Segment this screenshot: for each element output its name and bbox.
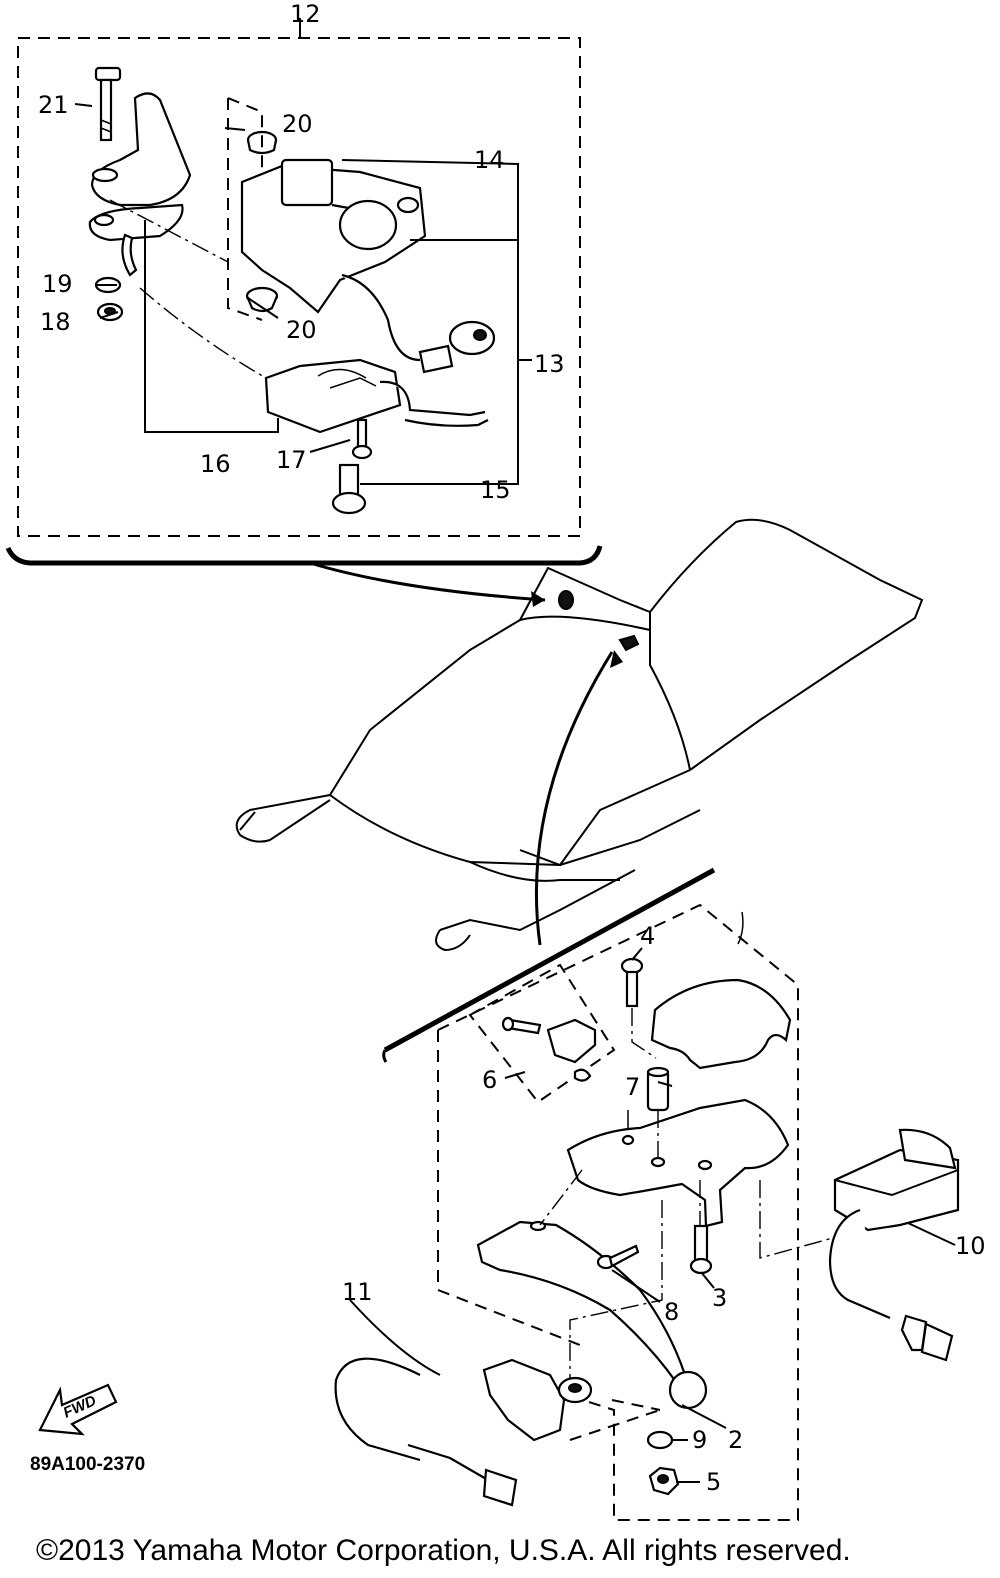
- callout-9: 9: [692, 1426, 707, 1454]
- throttle-switch-14: [240, 158, 496, 374]
- assembly-6-outline: [468, 963, 616, 1104]
- callout-14: 14: [474, 146, 505, 174]
- callout-17: 17: [276, 446, 307, 474]
- copyright-notice: ©2013 Yamaha Motor Corporation, U.S.A. A…: [36, 1534, 851, 1567]
- location-arrow: [534, 651, 614, 946]
- collar-7: [646, 1066, 670, 1112]
- callout-2: 2: [728, 1426, 743, 1454]
- bolt-21: [94, 66, 122, 142]
- callout-11: 11: [342, 1278, 373, 1306]
- callout-15: 15: [480, 476, 511, 504]
- screw-15: [331, 463, 367, 515]
- bolt-4: [620, 957, 644, 1008]
- callout-20-lower: 20: [286, 316, 317, 344]
- callout-5: 5: [706, 1468, 721, 1496]
- inset-assembly-box: [5, 18, 603, 607]
- callout-6: 6: [482, 1066, 497, 1094]
- callout-3: 3: [712, 1284, 727, 1312]
- switch-cover-16: [264, 358, 489, 434]
- collar-9: [646, 1430, 674, 1450]
- nut-5: [648, 1466, 680, 1496]
- screw-17: [351, 418, 373, 460]
- callout-13: 13: [534, 350, 565, 378]
- snowmobile-body: [235, 518, 924, 952]
- callout-4: 4: [640, 922, 655, 950]
- callout-12: 12: [290, 0, 321, 28]
- throttle-switch-10: [828, 1128, 960, 1362]
- kill-switch-11: [334, 1357, 593, 1507]
- screw-8: [596, 1244, 640, 1270]
- callout-20-upper: 20: [282, 110, 313, 138]
- bolt-3: [689, 1224, 713, 1275]
- callout-8: 8: [664, 1298, 679, 1326]
- lever-cover: [650, 978, 792, 1070]
- grommet-20-lower: [245, 286, 279, 313]
- handlebar-section-line: [383, 867, 716, 1053]
- lower-assembly-box: [437, 903, 799, 1521]
- fwd-arrow-icon: [38, 1383, 118, 1436]
- mounting-bracket: [88, 92, 192, 277]
- callout-19: 19: [42, 270, 73, 298]
- small-parts-6: [501, 1016, 597, 1082]
- lever-bracket: [566, 1098, 790, 1228]
- callout-21: 21: [38, 91, 69, 119]
- callout-16: 16: [200, 450, 231, 478]
- callout-10: 10: [955, 1232, 986, 1260]
- callout-7: 7: [625, 1073, 640, 1101]
- diagram-code: 89A100-2370: [30, 1454, 145, 1475]
- callout-18: 18: [40, 308, 71, 336]
